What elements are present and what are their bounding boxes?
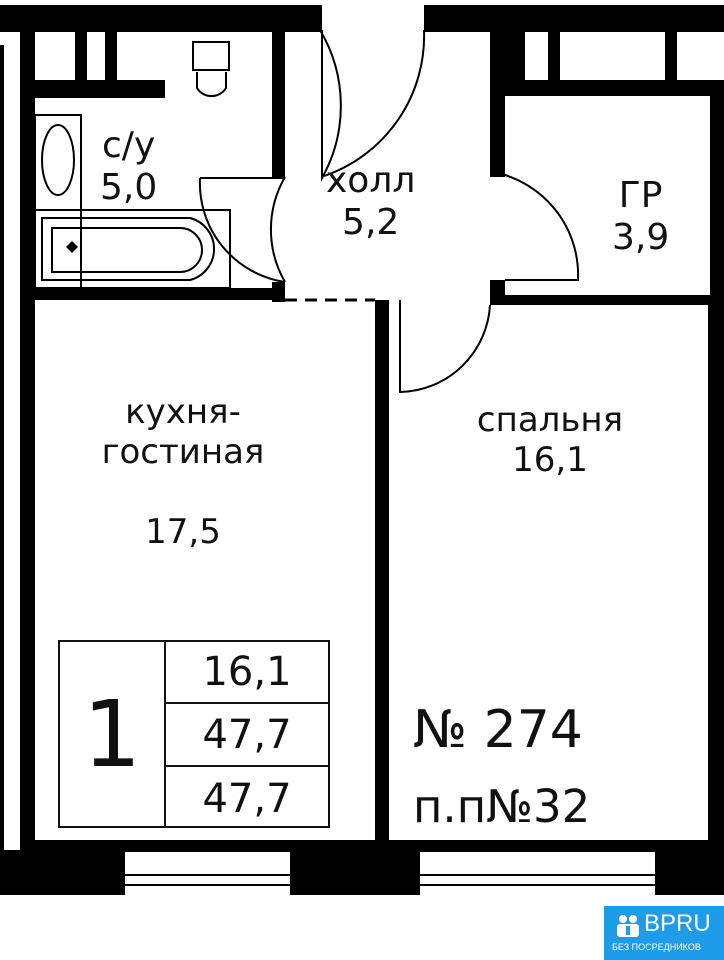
area-summary-table: 1 16,1 47,7 47,7 [58,640,330,828]
room-label-dressing-room: ГР 3,9 [612,175,669,260]
room-name: спальня [476,400,624,440]
room-name: холл [326,160,416,201]
room-name: кухня- гостиная [101,392,265,473]
room-label-bathroom: с/у 5,0 [100,125,157,210]
room-area: 17,5 [145,512,221,553]
bpru-logo[interactable]: BPRU БЕЗ ПОСРЕДНИКОВ [604,906,724,960]
section-number: п.п№32 [413,780,591,833]
room-area: 5,0 [100,167,158,209]
logo-brand: BPRU [644,910,711,937]
room-area: 5,2 [342,202,400,244]
room-name: с/у [102,125,156,166]
total-area: 47,7 [166,705,328,767]
total-area-2: 47,7 [202,776,292,822]
people-icon [617,915,639,937]
room-area: 3,9 [612,217,670,259]
room-name: ГР [618,175,663,216]
rooms-count: 1 [60,642,166,826]
room-label-hall: холл 5,2 [326,160,415,245]
room-label-kitchen-living: кухня- гостиная 17,5 [78,352,288,593]
living-area: 16,1 [166,642,328,704]
apartment-number: № 274 [413,700,583,760]
room-area: 16,1 [512,440,588,481]
room-label-bedroom: спальня 16,1 [450,400,650,480]
logo-tagline: БЕЗ ПОСРЕДНИКОВ [612,942,701,952]
